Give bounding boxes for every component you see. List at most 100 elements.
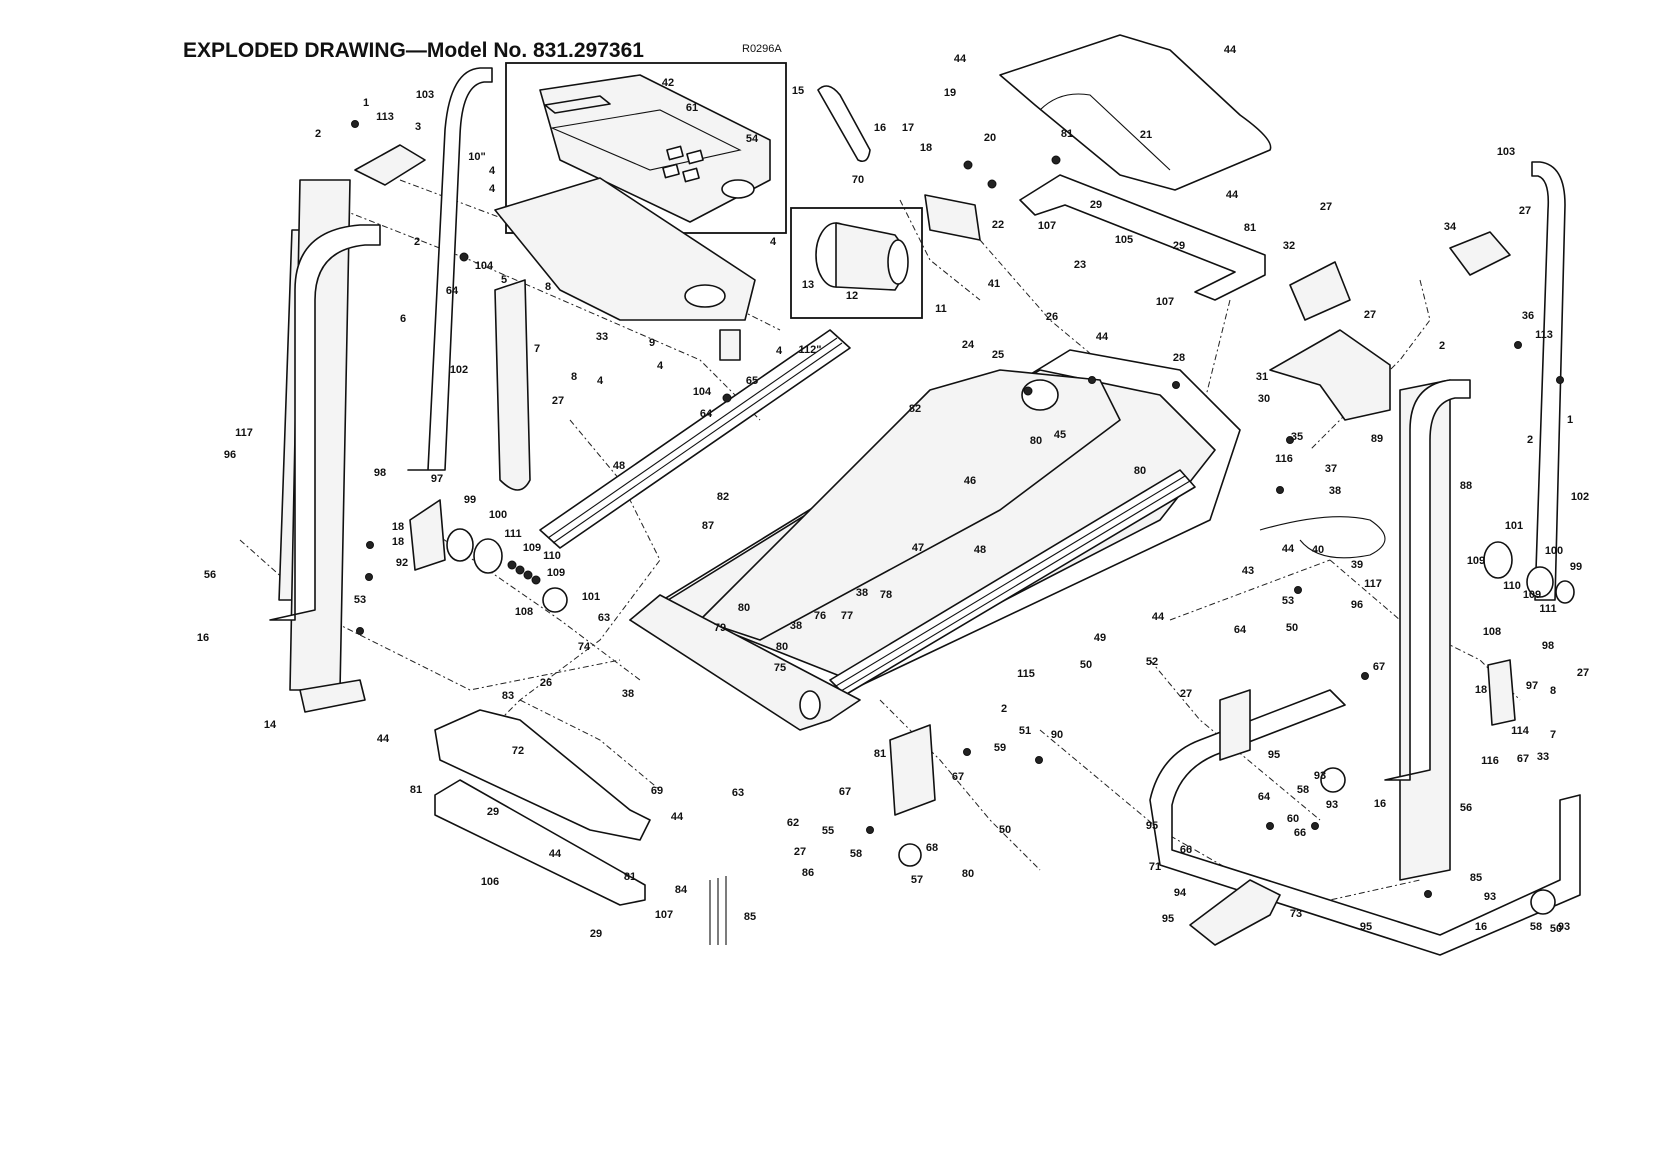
callout-44: 44 bbox=[1096, 331, 1109, 343]
callout-56: 56 bbox=[1460, 802, 1472, 814]
callout-2: 2 bbox=[1527, 434, 1533, 446]
wheel-58-rear bbox=[1530, 889, 1556, 915]
callout-77: 77 bbox=[841, 610, 853, 622]
callout-4: 4 bbox=[770, 236, 777, 248]
console-base bbox=[494, 177, 756, 321]
callout-4: 4 bbox=[489, 183, 496, 195]
callout-22: 22 bbox=[992, 219, 1004, 231]
callout-71: 71 bbox=[1149, 861, 1161, 873]
callout-117: 117 bbox=[235, 427, 253, 439]
callout-72: 72 bbox=[512, 745, 524, 757]
callout-29: 29 bbox=[1173, 240, 1185, 252]
callout-65: 65 bbox=[746, 375, 758, 387]
callout-66: 66 bbox=[1294, 827, 1306, 839]
callout-32: 32 bbox=[1283, 240, 1295, 252]
callout-18: 18 bbox=[1475, 684, 1487, 696]
callout-44: 44 bbox=[1224, 44, 1237, 56]
callout-105: 105 bbox=[1115, 234, 1133, 246]
callout-44: 44 bbox=[549, 848, 562, 860]
callout-54: 54 bbox=[746, 133, 759, 145]
callout-87: 87 bbox=[702, 520, 714, 532]
console-group bbox=[505, 62, 787, 234]
callout-109: 109 bbox=[547, 567, 565, 579]
callout-45: 45 bbox=[1054, 429, 1066, 441]
callout-55: 55 bbox=[822, 825, 834, 837]
drawing-code: R0296A bbox=[742, 43, 782, 55]
callout-50: 50 bbox=[1080, 659, 1092, 671]
callout-81: 81 bbox=[624, 871, 636, 883]
callout-2: 2 bbox=[1439, 340, 1445, 352]
callout-50: 50 bbox=[999, 824, 1011, 836]
callout-15: 15 bbox=[792, 85, 804, 97]
callout-35: 35 bbox=[1291, 431, 1303, 443]
callout-96: 96 bbox=[1351, 599, 1363, 611]
callout-68: 68 bbox=[926, 842, 938, 854]
callout-99: 99 bbox=[464, 494, 476, 506]
callout-38: 38 bbox=[856, 587, 868, 599]
callout-17: 17 bbox=[902, 122, 914, 134]
callout-103: 103 bbox=[416, 89, 434, 101]
callout-26: 26 bbox=[1046, 311, 1058, 323]
callout-43: 43 bbox=[1242, 565, 1254, 577]
callout-53: 53 bbox=[354, 594, 366, 606]
callout-84: 84 bbox=[675, 884, 688, 896]
front-cover-106 bbox=[434, 779, 646, 906]
callout-2: 2 bbox=[414, 236, 420, 248]
callout-18: 18 bbox=[392, 536, 404, 548]
bracket-34 bbox=[1449, 231, 1511, 276]
callout-58: 58 bbox=[1297, 784, 1309, 796]
rail-48-left bbox=[539, 329, 851, 549]
callout-50: 50 bbox=[1286, 622, 1298, 634]
callout-27: 27 bbox=[1320, 201, 1332, 213]
callout-64: 64 bbox=[1234, 624, 1247, 636]
bracket-3 bbox=[354, 144, 426, 186]
callout-52: 52 bbox=[1146, 656, 1158, 668]
callout-80: 80 bbox=[1134, 465, 1146, 477]
callout-12: 12 bbox=[846, 290, 858, 302]
callout-107: 107 bbox=[1038, 220, 1056, 232]
callout-44: 44 bbox=[377, 733, 390, 745]
callout-100: 100 bbox=[1545, 545, 1563, 557]
callout-115: 115 bbox=[1017, 668, 1035, 680]
callout-98: 98 bbox=[374, 467, 386, 479]
callout-107: 107 bbox=[655, 909, 673, 921]
lift-bracket-81 bbox=[889, 724, 936, 816]
callout-117: 117 bbox=[1364, 578, 1382, 590]
callout-46: 46 bbox=[964, 475, 976, 487]
callout-111: 111 bbox=[1539, 603, 1556, 615]
callout-4: 4 bbox=[489, 165, 496, 177]
callout-13: 13 bbox=[802, 279, 814, 291]
callout-2: 2 bbox=[315, 128, 321, 140]
callout-23: 23 bbox=[1074, 259, 1086, 271]
callout-29: 29 bbox=[1090, 199, 1102, 211]
callout-90: 90 bbox=[1051, 729, 1063, 741]
callout-95: 95 bbox=[1268, 749, 1280, 761]
callout-73: 73 bbox=[1290, 908, 1302, 920]
callout-27: 27 bbox=[552, 395, 564, 407]
callout-74: 74 bbox=[578, 641, 591, 653]
fasteners bbox=[351, 120, 1564, 898]
callout-1: 1 bbox=[1567, 414, 1573, 426]
callout-31: 31 bbox=[1256, 371, 1268, 383]
callout-44: 44 bbox=[954, 53, 967, 65]
callout-70: 70 bbox=[852, 174, 864, 186]
callout-20: 20 bbox=[984, 132, 996, 144]
callout-53: 53 bbox=[1282, 595, 1294, 607]
callout-44: 44 bbox=[671, 811, 684, 823]
belt-15 bbox=[817, 85, 871, 163]
callout-67: 67 bbox=[839, 786, 851, 798]
wheel-58 bbox=[898, 843, 922, 867]
callout-82: 82 bbox=[717, 491, 729, 503]
callout-56: 56 bbox=[204, 569, 216, 581]
foot-94 bbox=[1189, 879, 1281, 946]
callout-99: 99 bbox=[1570, 561, 1582, 573]
hood-21 bbox=[999, 34, 1272, 191]
callout-76: 76 bbox=[814, 610, 826, 622]
callout-27: 27 bbox=[794, 846, 806, 858]
drawing-title: EXPLODED DRAWING—Model No. 831.297361 bbox=[183, 39, 644, 62]
callout-108: 108 bbox=[1483, 626, 1501, 638]
callout-6: 6 bbox=[400, 313, 406, 325]
callout-30: 30 bbox=[1258, 393, 1270, 405]
bracket-32 bbox=[1289, 261, 1351, 321]
callout-93: 93 bbox=[1326, 799, 1338, 811]
